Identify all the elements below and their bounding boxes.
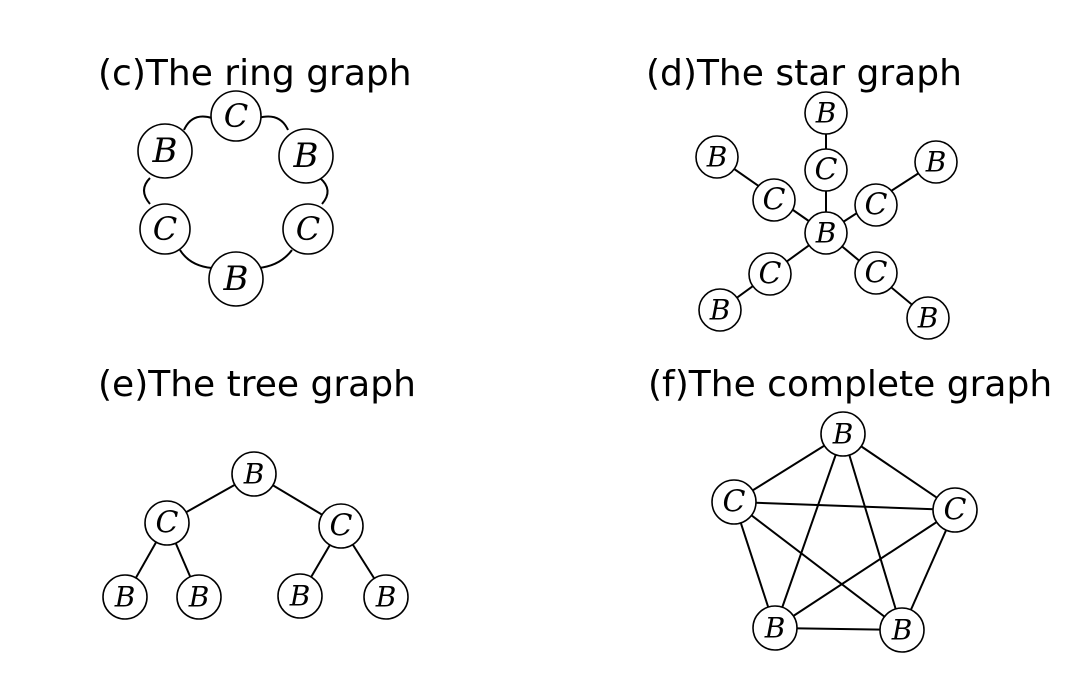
- node-label: B: [152, 131, 178, 171]
- node-label: B: [706, 141, 728, 174]
- complete-edge: [733, 501, 956, 511]
- star-inner-node: C: [854, 183, 898, 227]
- ring-node: C: [139, 203, 191, 255]
- complete-node: B: [820, 411, 866, 457]
- node-label: C: [944, 493, 967, 528]
- star-leaf-node: B: [695, 135, 739, 179]
- node-label: B: [815, 97, 837, 130]
- ring-node: C: [210, 90, 262, 142]
- ring-graph-panel: (c)The ring graph C B C B C: [98, 53, 412, 307]
- complete-graph-panel: (f)The complete graph B C B B: [648, 364, 1052, 653]
- node-label: B: [223, 259, 249, 299]
- tree-leaf-node: B: [176, 574, 222, 620]
- node-label: B: [188, 581, 210, 614]
- complete-node: C: [932, 487, 978, 533]
- ring-edge: [183, 115, 213, 131]
- ring-node: B: [278, 128, 334, 184]
- ring-edge: [257, 115, 289, 131]
- complete-graph-title: (f)The complete graph: [648, 364, 1052, 405]
- node-label: B: [832, 418, 854, 451]
- tree-leaf-node: B: [277, 573, 323, 619]
- ring-node: C: [282, 203, 334, 255]
- tree-level1-node: C: [144, 500, 190, 546]
- star-leaf-node: B: [804, 91, 848, 135]
- node-label: B: [891, 614, 913, 647]
- node-label: B: [709, 294, 731, 327]
- node-label: C: [865, 256, 888, 291]
- star-leaf-node: B: [906, 296, 950, 340]
- tree-level1-node: C: [318, 503, 364, 549]
- node-label: B: [293, 136, 319, 176]
- node-label: C: [759, 257, 782, 292]
- tree-graph-panel: (e)The tree graph B C C B B: [98, 364, 416, 620]
- ring-graph-title: (c)The ring graph: [98, 53, 412, 94]
- ring-edge: [143, 177, 151, 205]
- ring-node: B: [208, 251, 264, 307]
- node-label: B: [114, 581, 136, 614]
- star-center-node: B: [804, 211, 848, 255]
- node-label: C: [763, 183, 786, 218]
- star-leaf-node: B: [698, 288, 742, 332]
- star-inner-node: C: [804, 148, 848, 192]
- complete-node: B: [879, 607, 925, 653]
- ring-edge: [257, 249, 293, 269]
- tree-root-node: B: [231, 451, 277, 497]
- node-label: C: [723, 485, 746, 520]
- complete-node: B: [752, 605, 798, 651]
- star-inner-node: C: [752, 178, 796, 222]
- tree-graph-title: (e)The tree graph: [98, 364, 416, 405]
- node-label: B: [917, 302, 939, 335]
- complete-edge: [774, 433, 844, 629]
- node-label: C: [156, 506, 179, 541]
- node-label: C: [330, 509, 353, 544]
- star-inner-node: C: [748, 252, 792, 296]
- star-graph-panel: (d)The star graph B C C C C: [646, 53, 962, 340]
- ring-node: B: [137, 123, 193, 179]
- node-label: C: [296, 210, 320, 248]
- star-inner-node: C: [854, 251, 898, 295]
- node-label: B: [815, 217, 837, 250]
- node-label: B: [289, 580, 311, 613]
- star-leaf-node: B: [914, 140, 958, 184]
- star-graph-title: (d)The star graph: [646, 53, 962, 94]
- node-label: C: [224, 97, 248, 135]
- ring-edge: [179, 249, 213, 269]
- node-label: C: [815, 153, 838, 188]
- tree-leaf-node: B: [363, 574, 409, 620]
- node-label: B: [764, 612, 786, 645]
- complete-edge: [842, 433, 903, 631]
- node-label: B: [925, 146, 947, 179]
- node-label: B: [243, 458, 265, 491]
- complete-edge: [774, 509, 956, 629]
- node-label: C: [153, 210, 177, 248]
- node-label: B: [375, 581, 397, 614]
- complete-node: C: [711, 479, 757, 525]
- complete-edge: [733, 501, 903, 631]
- node-label: C: [865, 188, 888, 223]
- tree-leaf-node: B: [102, 574, 148, 620]
- ring-edge: [319, 177, 329, 205]
